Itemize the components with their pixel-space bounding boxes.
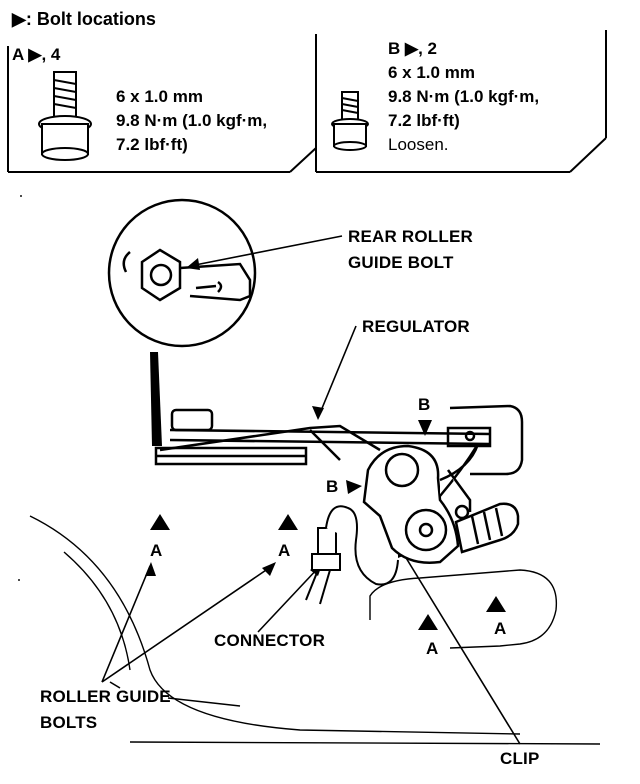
marker-a-2: A	[278, 541, 291, 560]
regulator-arm	[362, 443, 480, 564]
rear-roller-guide-bolt-label-1: REAR ROLLER	[348, 227, 473, 246]
spec-a-size: 6 x 1.0 mm	[116, 87, 203, 106]
b-marker-triangles	[346, 420, 432, 494]
bolt-locations-title: ▶: Bolt locations	[12, 9, 156, 29]
marker-b-1: B	[418, 395, 431, 414]
inset-pointer	[150, 352, 162, 446]
spec-a-torque-line-1: 9.8 N·m (1.0 kgf·m,	[116, 111, 268, 130]
spec-a-torque-line-2: 7.2 lbf·ft)	[116, 135, 188, 154]
roller-guide-bolts-label-1: ROLLER GUIDE	[40, 687, 171, 706]
regulator-motor	[454, 502, 520, 554]
marker-b-2: B	[326, 477, 339, 496]
spec-box-frame	[7, 30, 607, 173]
regulator-rail	[154, 404, 524, 476]
a-marker-triangles	[150, 514, 506, 630]
spec-b-note: Loosen.	[388, 135, 449, 154]
rear-roller-inset	[107, 198, 257, 348]
leader-lines	[101, 235, 521, 745]
spec-b-torque-line-1: 9.8 N·m (1.0 kgf·m,	[388, 87, 540, 106]
spec-a-label: A ▶, 4	[12, 45, 61, 64]
bolt-b-icon	[331, 91, 369, 151]
bolt-a-icon	[38, 71, 92, 161]
clip-label: CLIP	[500, 749, 540, 768]
marker-a-4: A	[426, 639, 439, 658]
roller-guide-bolts-label-2: BOLTS	[40, 713, 98, 732]
door-outline	[18, 195, 601, 745]
connector-label: CONNECTOR	[214, 631, 326, 650]
marker-a-3: A	[494, 619, 507, 638]
regulator-label: REGULATOR	[362, 317, 470, 336]
spec-b-size: 6 x 1.0 mm	[388, 63, 475, 82]
marker-a-1: A	[150, 541, 163, 560]
rear-roller-guide-bolt-label-2: GUIDE BOLT	[348, 253, 454, 272]
spec-b-torque-line-2: 7.2 lbf·ft)	[388, 111, 460, 130]
spec-b-label: B ▶, 2	[388, 39, 437, 58]
